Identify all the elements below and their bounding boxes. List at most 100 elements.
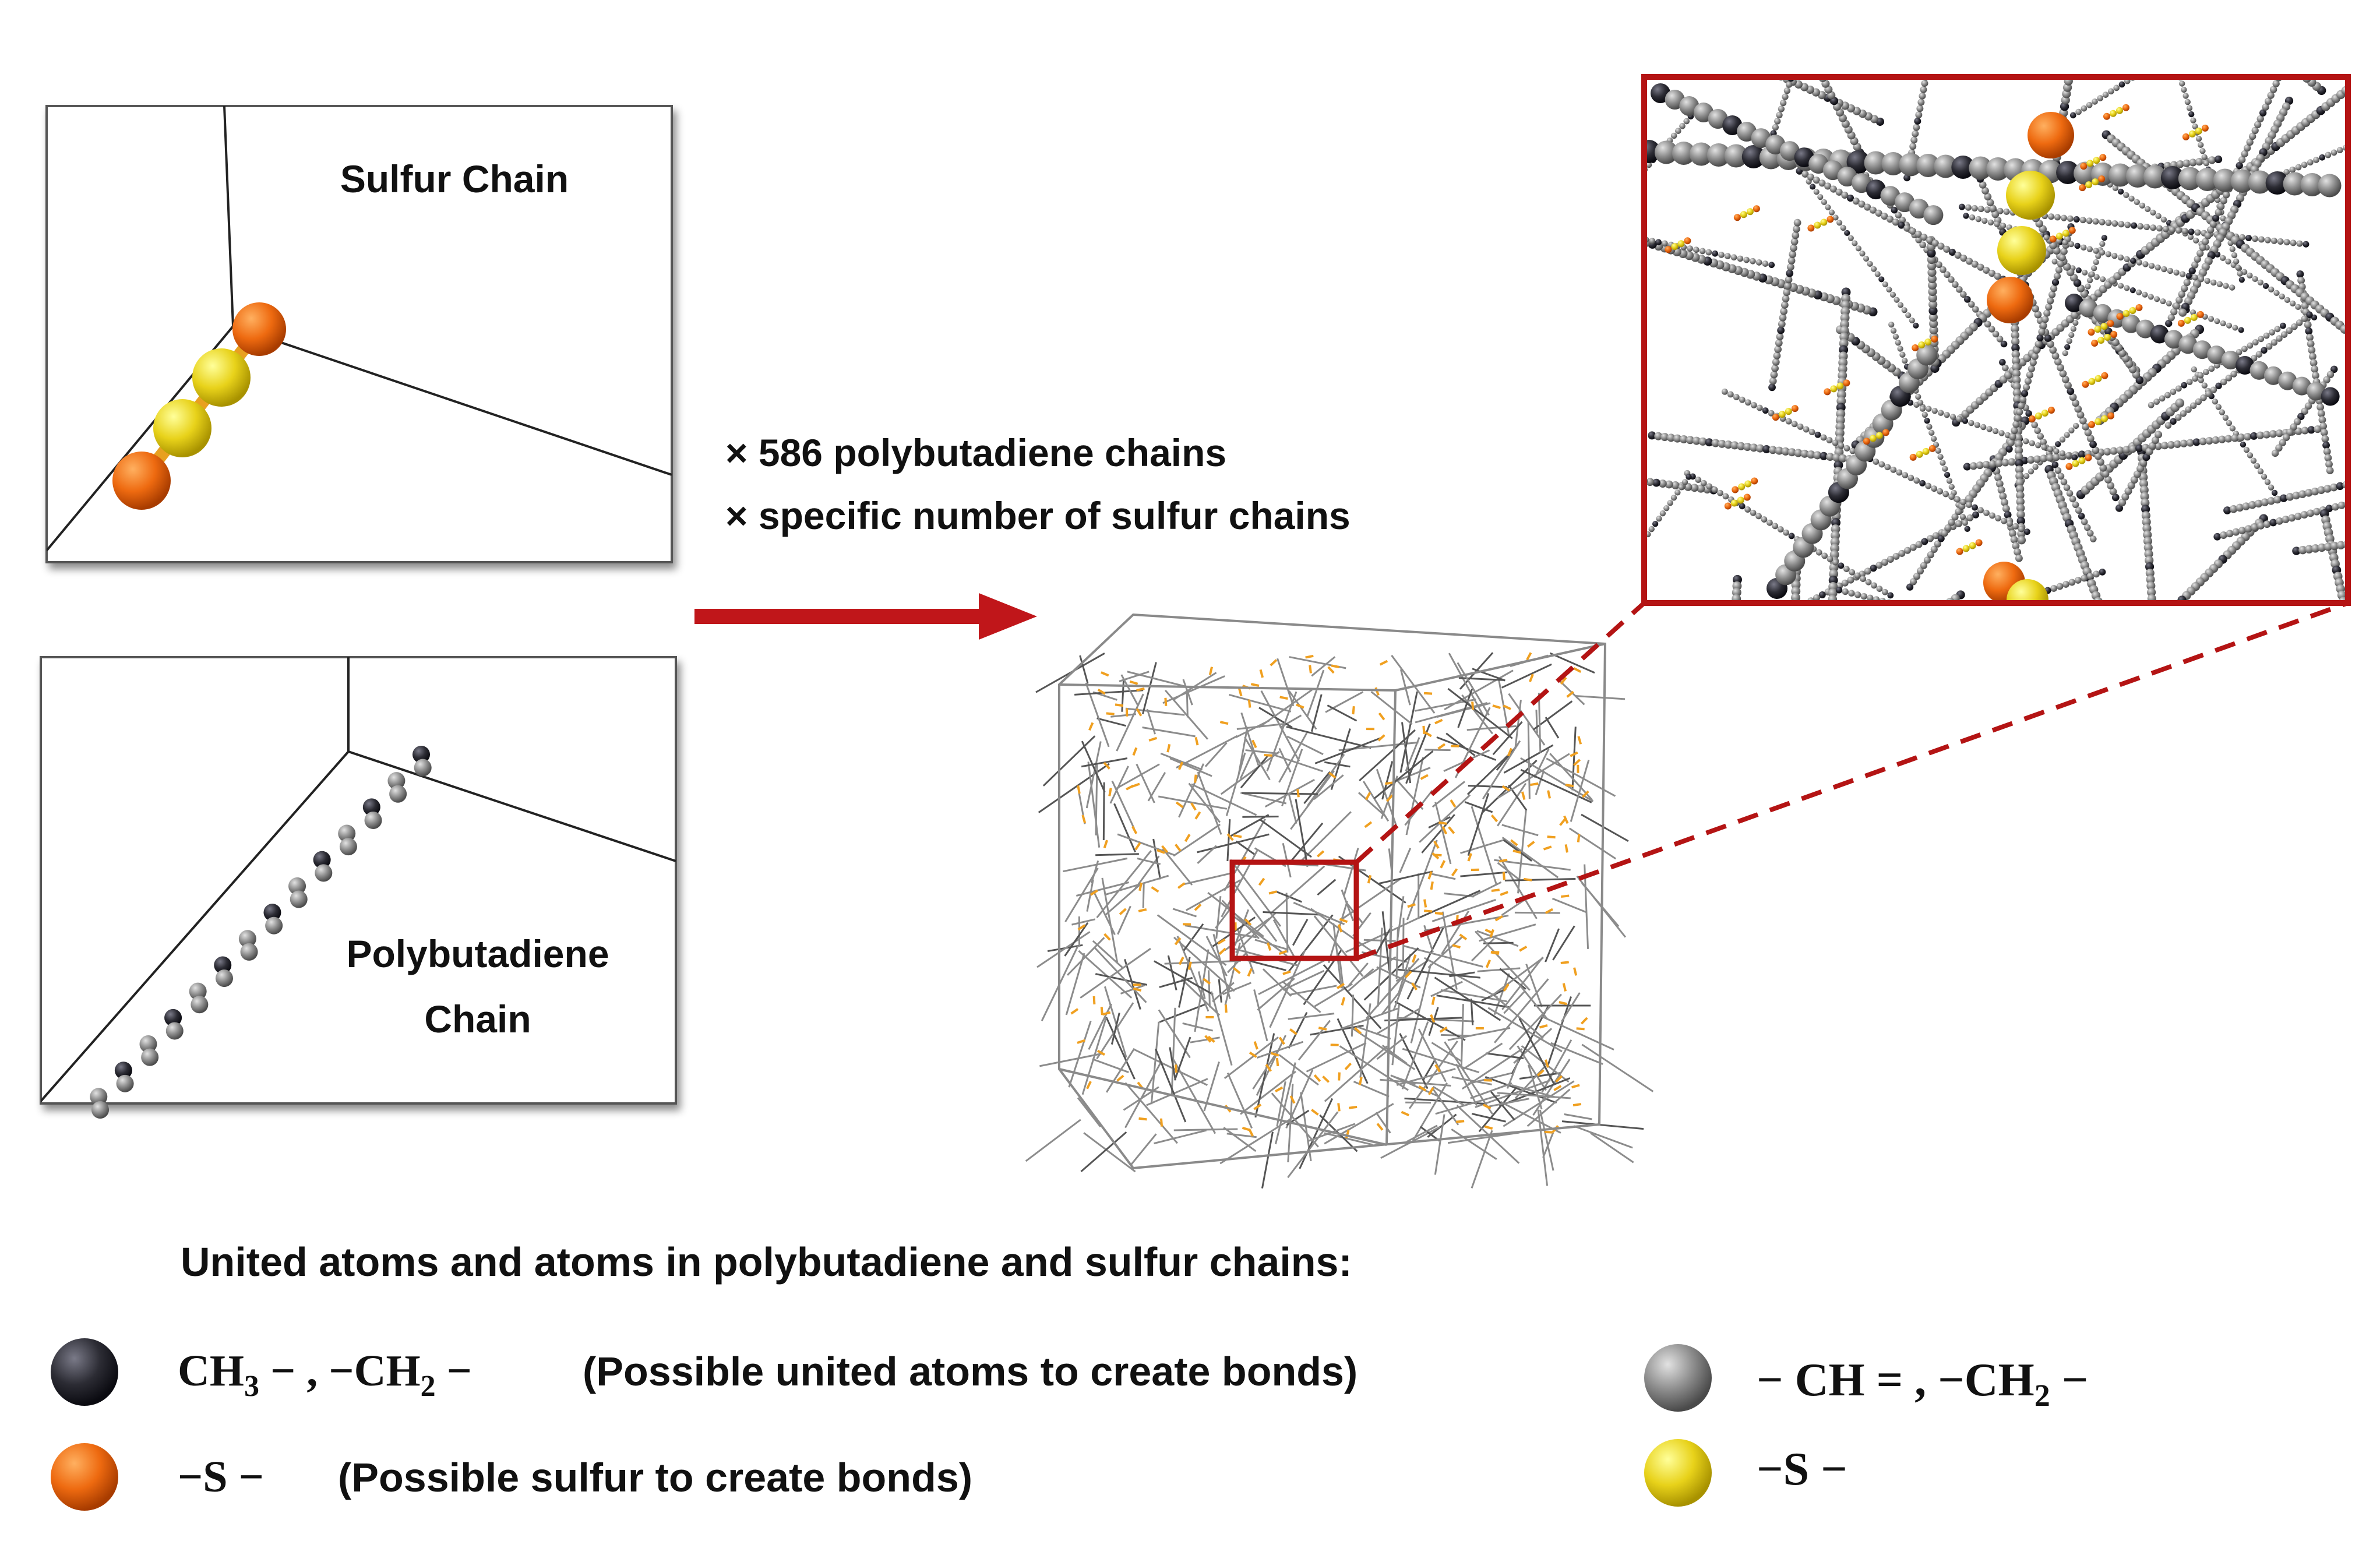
chain-bead	[2323, 485, 2332, 493]
chain-bead	[2323, 376, 2330, 384]
polymer-chain-segment	[1471, 881, 1502, 898]
chain-bead	[2068, 241, 2075, 248]
chain-bead	[2257, 279, 2263, 286]
sulfur-bead	[2085, 181, 2093, 189]
chain-bead	[1722, 767, 1732, 776]
chain-bead	[2194, 255, 2201, 263]
polymer-chain-segment	[1399, 691, 1418, 773]
chain-bead	[1878, 276, 1885, 283]
chain-bead	[2262, 283, 2269, 290]
chain-bead	[2245, 235, 2252, 242]
sulfur-bead	[2088, 421, 2096, 428]
chain-bead	[2355, 337, 2364, 345]
chain-bead	[1828, 209, 1835, 216]
chain-bead	[1718, 844, 1727, 853]
chain-bead	[2181, 284, 2188, 292]
polymer-chain-segment	[1178, 763, 1205, 818]
sulfur-chain-atom	[2028, 112, 2074, 158]
chain-bead	[2015, 484, 2025, 493]
process-line-1: × 586 polybutadiene chains	[725, 431, 1226, 474]
sulfur-chain-segment	[1440, 860, 1446, 869]
chain-bead	[1882, 281, 1888, 288]
chain-bead	[1558, 263, 1564, 270]
polymer-chain-segment	[1176, 735, 1238, 769]
sulfur-chain-segment	[1364, 792, 1371, 801]
sulfur-chain-segment	[1573, 759, 1581, 766]
chain-bead	[1655, 239, 1662, 246]
chain-bead	[1968, 301, 1975, 308]
chain-bead	[2300, 172, 2324, 196]
chain-bead	[2269, 430, 2277, 438]
polymer-chain-segment	[1285, 893, 1289, 953]
sulfur-bead	[2107, 320, 2114, 327]
polymer-chain-segment	[1324, 1103, 1394, 1145]
chain-bead	[2296, 270, 2304, 278]
chain-bead	[2263, 41, 2272, 50]
polymer-chain-segment	[1324, 1132, 1373, 1146]
polymer-chain-segment	[1254, 1033, 1275, 1118]
chain-bead	[2047, 340, 2054, 348]
chain-bead	[1915, 541, 1923, 548]
sulfur-chain-segment	[1490, 951, 1500, 955]
chain-bead	[1785, 276, 1793, 284]
sulfur-chain-segment	[1339, 918, 1348, 923]
chain-bead	[2178, 44, 2185, 50]
sulfur-chain-segment	[1253, 1103, 1262, 1110]
chain-bead	[1869, 206, 1877, 214]
polymer-chain-segment	[1116, 693, 1144, 752]
sulfur-chain-segment	[1452, 944, 1461, 949]
chain-bead	[2118, 283, 2124, 289]
sulfur-chain-segment	[1455, 1120, 1465, 1123]
chain-bead	[1919, 241, 1926, 249]
chain-bead	[2076, 411, 2085, 419]
sulfur-bead	[1956, 548, 1963, 555]
polymer-chain-segment	[1460, 838, 1506, 854]
chain-bead	[2319, 154, 2326, 161]
chain-bead	[1666, 22, 1674, 30]
chain-bead	[1926, 237, 1934, 244]
chain-bead	[1768, 262, 1775, 269]
polymer-chain-segment	[1194, 949, 1210, 1032]
chain-bead	[2284, 297, 2291, 304]
chain-bead	[1927, 535, 1934, 542]
chain-bead	[1916, 105, 1924, 112]
sulfur-chain-segment	[1427, 1087, 1434, 1095]
chain-bead	[1916, 567, 1924, 574]
polybutadiene-chain-panel: Polybutadiene Chain	[40, 656, 677, 1119]
chain-bead	[1998, 430, 2005, 436]
chain-bead	[2243, 24, 2252, 33]
polymer-chain-segment	[1445, 732, 1476, 757]
chain-bead	[1725, 48, 1733, 57]
polymer-chain-segment	[1423, 925, 1434, 953]
polymer-chain-segment	[1261, 1131, 1274, 1189]
sulfur-chain-segment	[1133, 987, 1142, 992]
chain-bead	[1948, 484, 1955, 490]
chain-bead	[1914, 117, 1921, 125]
chain-bead	[2219, 3, 2227, 12]
chain-bead	[1813, 594, 1820, 602]
chain-bead	[1727, 391, 1734, 398]
polymer-chain-segment	[1549, 652, 1595, 674]
chain-bead	[1848, 590, 1855, 597]
chain-bead	[2231, 434, 2239, 442]
polymer-chain-segment	[1110, 713, 1137, 718]
chain-bead	[2267, 497, 2275, 505]
chain-bead	[1875, 209, 1882, 217]
sulfur-chain-segment	[1088, 722, 1094, 731]
chain-bead	[1731, 607, 1740, 616]
chain-bead	[2254, 499, 2263, 508]
chain-bead	[1972, 622, 1979, 628]
polymer-chain-segment	[1398, 1017, 1475, 1022]
polymer-chain-segment	[1080, 1131, 1127, 1173]
sulfur-chain-segment	[1448, 826, 1455, 834]
chain-bead	[2220, 378, 2227, 386]
chain-bead	[2270, 339, 2278, 346]
polymer-chain-segment	[1423, 957, 1498, 998]
chain-bead	[2201, 382, 2208, 389]
chain-bead	[1944, 271, 1951, 278]
chain-bead	[1929, 325, 1938, 335]
chain-bead	[1827, 627, 1836, 636]
polymer-chain-segment	[1538, 693, 1542, 753]
chain-bead	[2271, 449, 2279, 457]
chain-bead	[1643, 11, 1651, 19]
